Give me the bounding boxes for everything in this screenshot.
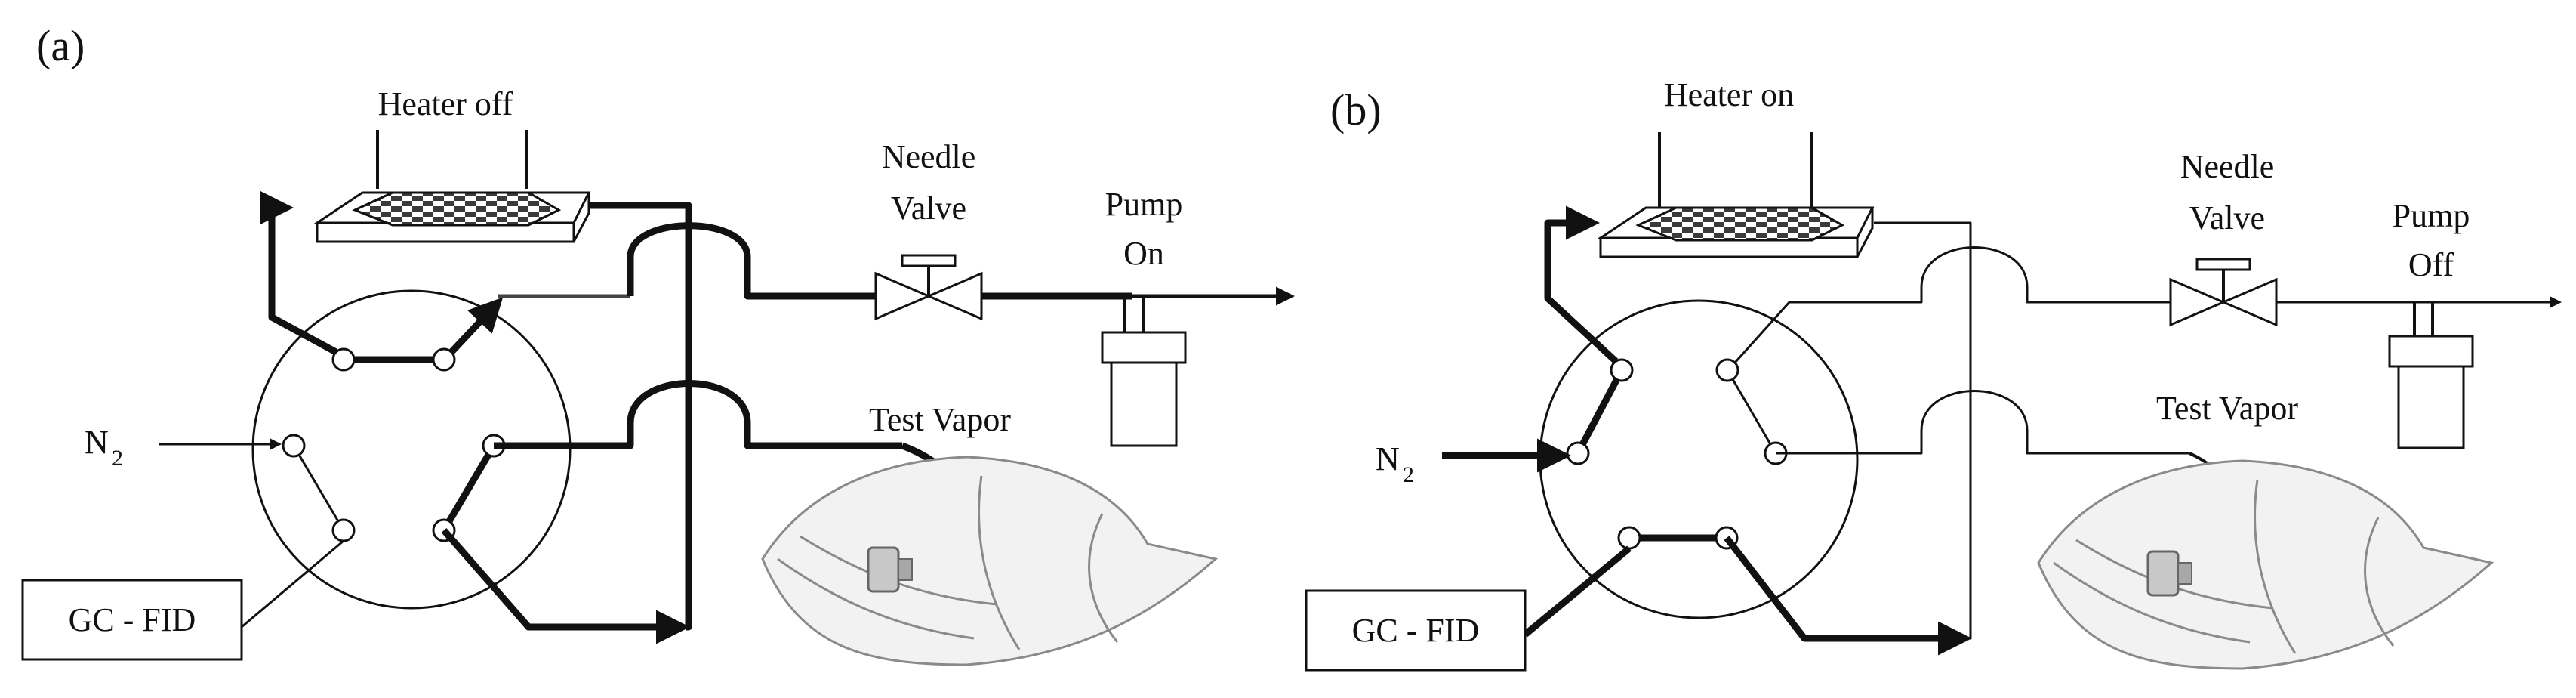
detector-box: GC - FID [1305, 545, 1632, 672]
panel-tag: (a) [36, 21, 85, 70]
panel-tag: (b) [1330, 85, 1382, 134]
detector-box: GC - FID [21, 539, 344, 661]
panel-b: (b) Heater on [1305, 76, 2562, 672]
detector-label: GC - FID [69, 601, 196, 638]
vapor-label: Test Vapor [869, 401, 1011, 438]
pump-icon: Pump On [1101, 186, 1187, 447]
heater-label: Heater on [1664, 76, 1794, 113]
pump-label-line2: Off [2408, 246, 2454, 283]
heater-label: Heater off [378, 85, 513, 122]
carrier-label: N [1376, 440, 1400, 477]
valve-label-line2: Valve [2189, 199, 2265, 236]
valve-label-line2: Valve [891, 190, 966, 227]
pump-label-line2: On [1123, 235, 1164, 272]
six-port-valve [1539, 299, 1859, 619]
pump-label-line1: Pump [1105, 186, 1183, 223]
carrier-sub: 2 [1403, 462, 1414, 487]
sampling-bag-icon: Test Vapor [2037, 390, 2494, 670]
pump-icon: Pump Off [2388, 197, 2474, 449]
heater-icon: Heater on [1597, 76, 1875, 258]
pump-label-line1: Pump [2393, 197, 2470, 234]
panel-a: (a) Heater off [21, 21, 1295, 666]
valve-label-line1: Needle [882, 138, 976, 175]
needle-valve-icon: Needle Valve [874, 138, 983, 321]
valve-label-line1: Needle [2180, 148, 2275, 185]
carrier-gas-label: N 2 [85, 424, 123, 471]
six-port-valve [251, 289, 572, 610]
heater-icon: Heater off [313, 85, 591, 243]
detector-label: GC - FID [1352, 612, 1480, 649]
sampling-bag-icon: Test Vapor [761, 401, 1219, 666]
needle-valve-icon: Needle Valve [2169, 148, 2278, 327]
carrier-sub: 2 [112, 446, 123, 471]
carrier-gas-label: N 2 [1376, 440, 1414, 487]
vapor-label: Test Vapor [2156, 390, 2298, 427]
carrier-label: N [85, 424, 109, 461]
